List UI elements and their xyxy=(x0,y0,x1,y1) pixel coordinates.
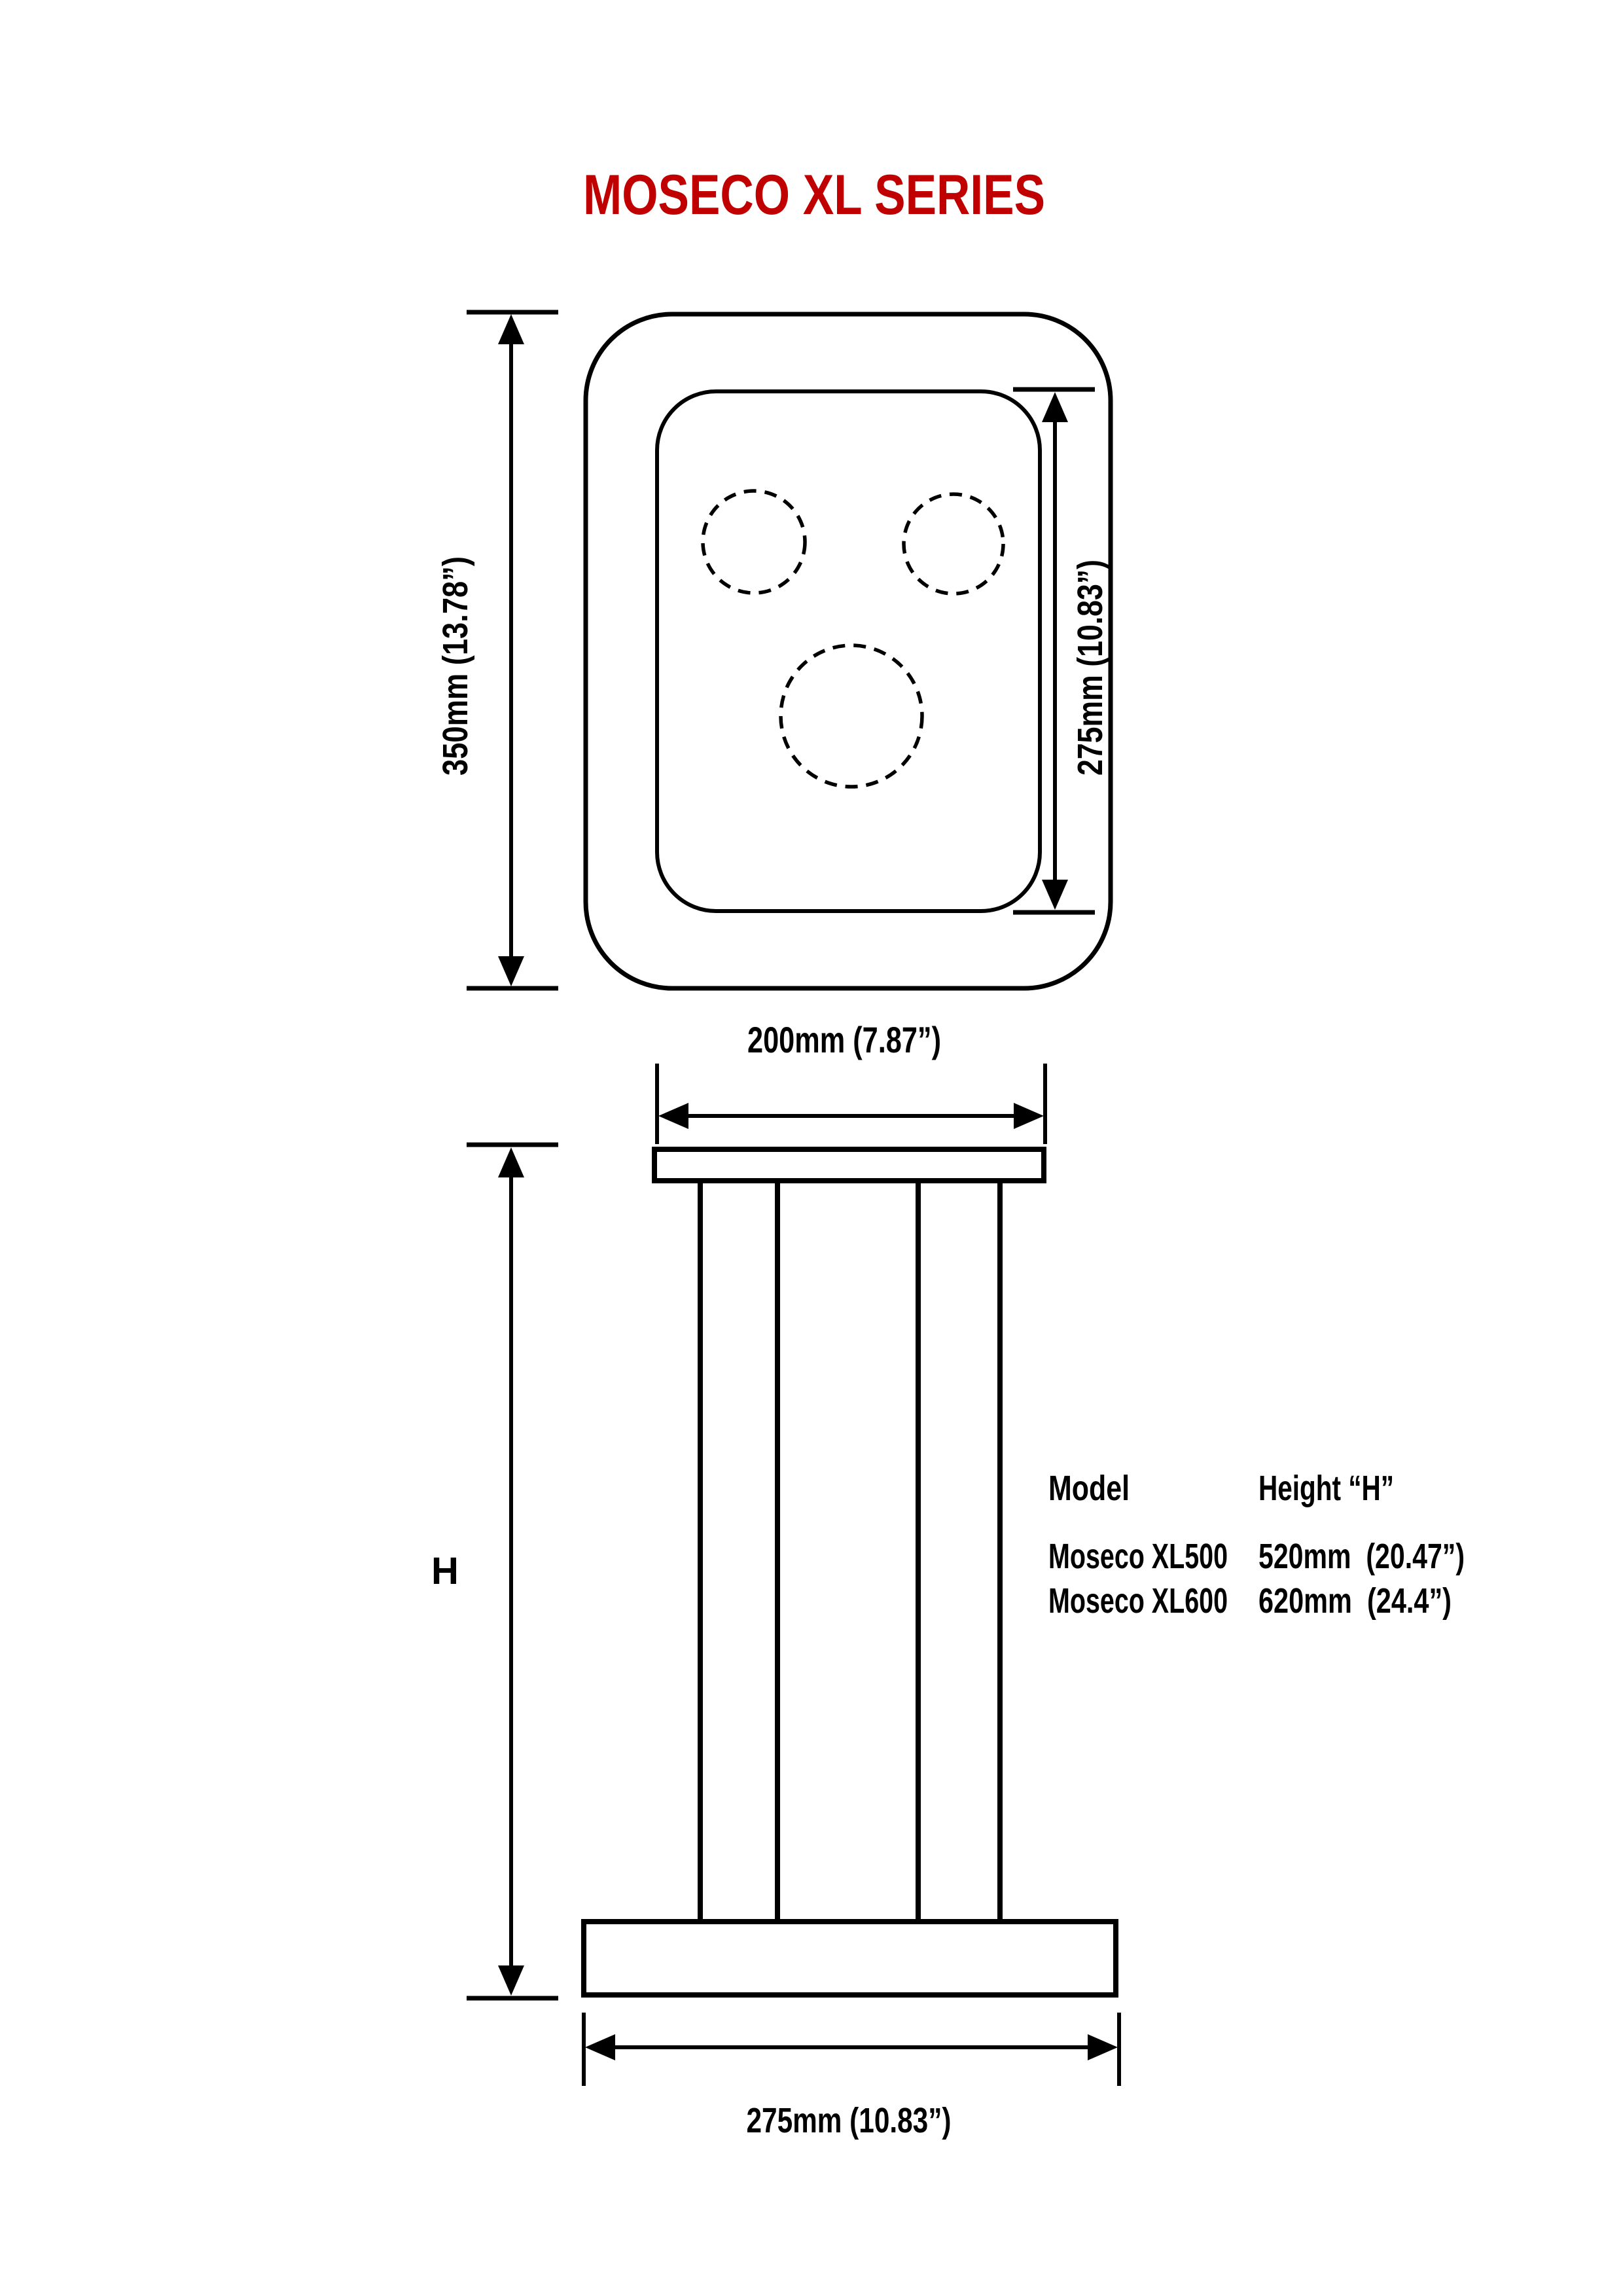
spec-row-height: 520mm (20.47”) xyxy=(1258,1537,1465,1576)
label-H: H xyxy=(431,1550,459,1592)
dimension-200mm xyxy=(655,1064,1047,1144)
speaker-hole-top-right xyxy=(902,492,1005,596)
arrowhead-275tv-up xyxy=(1042,392,1068,422)
top-view xyxy=(583,312,1113,991)
spec-row-model: Moseco XL600 xyxy=(1048,1581,1228,1621)
arrowhead-275b-right xyxy=(1088,2034,1118,2060)
label-200mm: 200mm (7.87”) xyxy=(747,1019,941,1060)
arrowheads xyxy=(498,314,1118,2060)
dimension-275mm-top-view xyxy=(1013,387,1095,915)
arrowhead-350-down xyxy=(498,956,524,986)
arrowhead-275b-left xyxy=(585,2034,615,2060)
spec-header-height: Height “H” xyxy=(1258,1469,1394,1508)
spec-row-model: Moseco XL500 xyxy=(1048,1537,1228,1576)
arrowhead-200-right xyxy=(1014,1103,1044,1129)
line-work xyxy=(467,310,1121,2086)
page-title: MOSECO XL SERIES xyxy=(583,164,1045,226)
arrowhead-350-up xyxy=(498,314,524,344)
dimension-275mm-base xyxy=(582,2013,1121,2086)
stand-top-plate xyxy=(652,1147,1046,1183)
label-275mm-base: 275mm (10.83”) xyxy=(747,2101,952,2140)
spec-table: Model Height “H” Moseco XL500 520mm (20.… xyxy=(1048,1469,1465,1621)
front-view xyxy=(581,1147,1118,1998)
arrowhead-275tv-down xyxy=(1042,880,1068,910)
arrowhead-H-down xyxy=(498,1965,524,1996)
stand-base-plate xyxy=(581,1919,1118,1998)
dimension-350mm xyxy=(467,310,558,991)
speaker-hole-bottom-center xyxy=(779,643,924,789)
dimension-height-H xyxy=(467,1142,558,2001)
label-275mm-top-view: 275mm (10.83”) xyxy=(1071,560,1110,776)
top-view-inner-plate-outline xyxy=(655,389,1042,913)
speaker-hole-top-left xyxy=(701,489,807,595)
spec-row-height: 620mm (24.4”) xyxy=(1258,1581,1452,1621)
label-350mm: 350mm (13.78”) xyxy=(436,556,475,776)
arrowhead-H-up xyxy=(498,1147,524,1177)
labels: 350mm (13.78”) 275mm (10.83”) 200mm (7.8… xyxy=(431,556,1465,2140)
arrowhead-200-left xyxy=(658,1103,688,1129)
spec-header-model: Model xyxy=(1048,1469,1130,1508)
